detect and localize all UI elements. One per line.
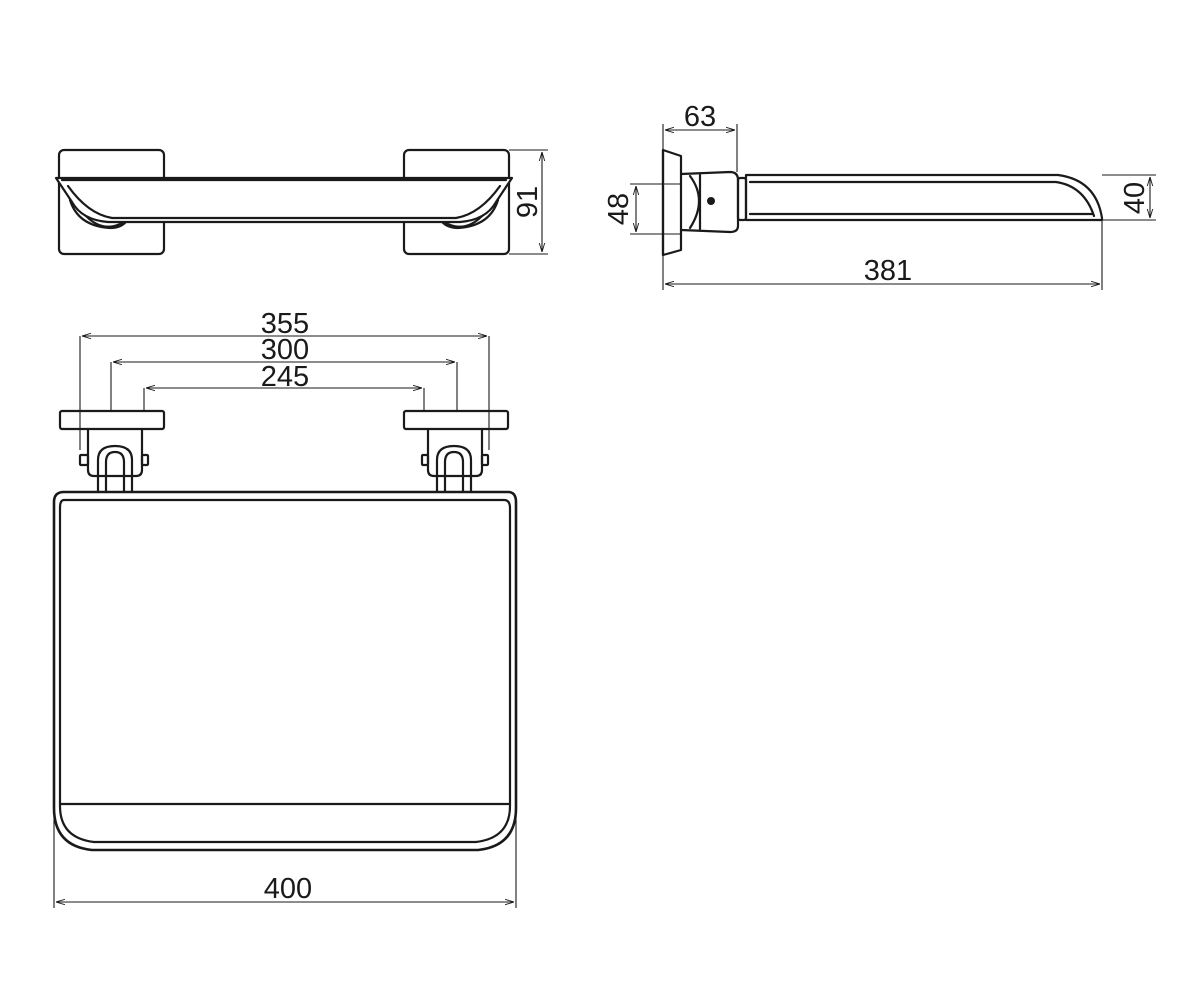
front-view-right-plate — [402, 409, 510, 431]
top-view-seat — [54, 176, 514, 224]
front-view-seat — [52, 490, 518, 852]
dim-side-length: 381 — [864, 255, 912, 287]
dim-side-seat-thickness: 40 — [1119, 182, 1151, 214]
front-view-left-hinge — [78, 427, 150, 494]
dim-front-inner: 245 — [261, 361, 309, 393]
top-view: 91 — [54, 148, 548, 256]
dim-front-outer: 355 — [261, 308, 309, 340]
dim-side-bracket-height: 48 — [603, 193, 635, 225]
dim-side-depth: 63 — [684, 101, 716, 133]
dim-front-mid: 300 — [261, 334, 309, 366]
front-view-left-plate — [58, 409, 166, 431]
front-view-right-hinge — [420, 427, 490, 494]
side-view-seat — [744, 173, 1104, 222]
dim-front-seat-width: 400 — [264, 873, 312, 905]
front-view: 355 300 245 400 — [52, 308, 518, 908]
side-view-pivot-dot — [707, 197, 715, 205]
dim-top-height: 91 — [512, 186, 544, 218]
side-view-wall-plate — [661, 148, 683, 257]
side-view: 63 48 40 381 — [603, 101, 1156, 290]
